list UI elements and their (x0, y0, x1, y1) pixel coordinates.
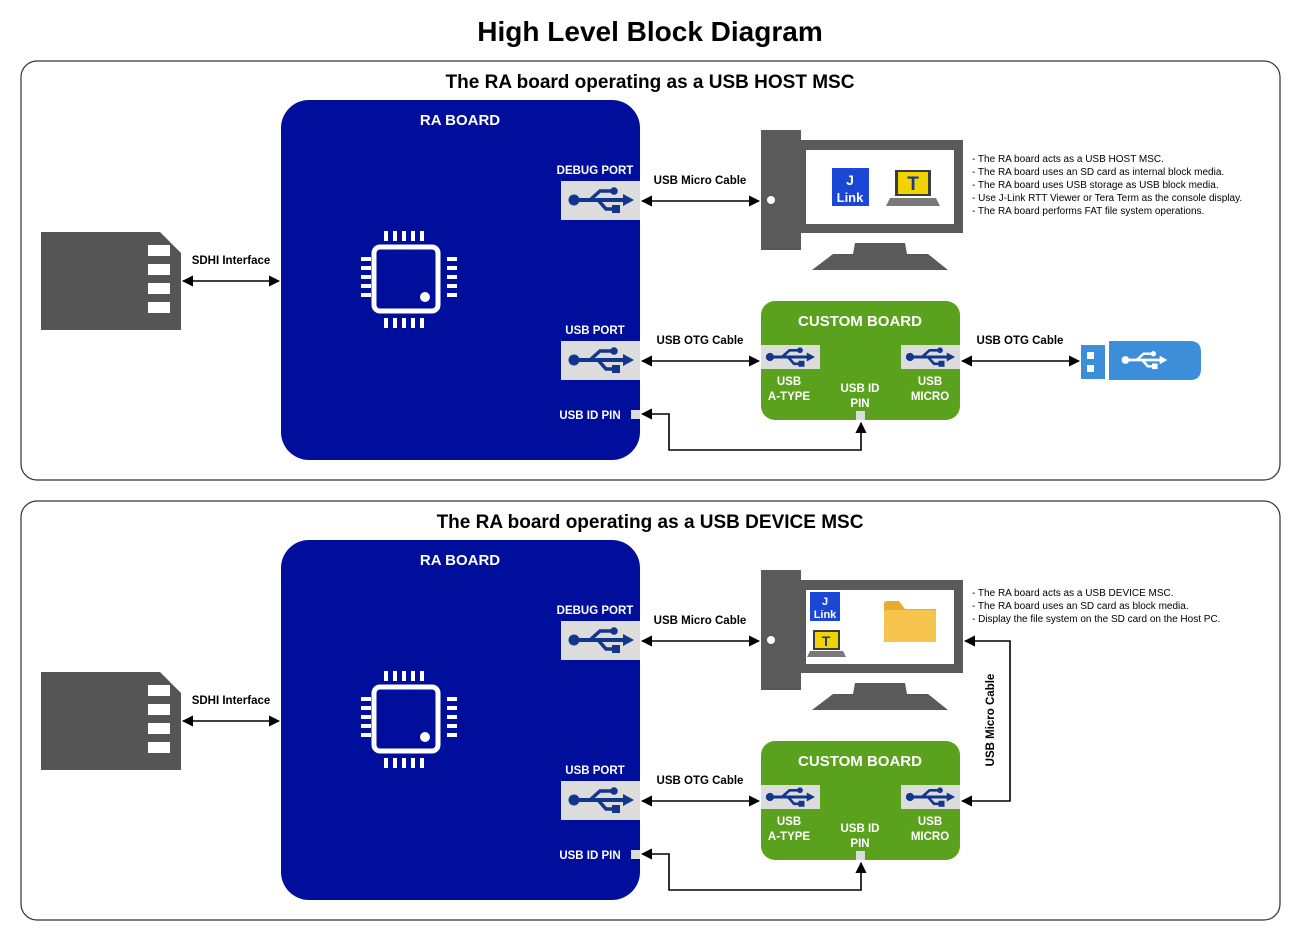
usb-id-pin-label: USB ID PIN (559, 410, 620, 422)
host-note: - Use J-Link RTT Viewer or Tera Term as … (972, 193, 1242, 204)
usb-port (561, 341, 640, 380)
usb-a-type-label: USB (777, 376, 801, 388)
debug-port (561, 621, 640, 660)
host-panel: The RA board operating as a USB HOST MSC… (20, 60, 1281, 481)
device-panel-frame (20, 500, 1281, 921)
host-panel-frame (20, 60, 1281, 481)
host-panel-heading: The RA board operating as a USB HOST MSC (446, 72, 855, 93)
host-pc-icon (761, 130, 963, 270)
jlink-icon: J Link (810, 592, 840, 621)
teraterm-icon: T (886, 170, 940, 206)
debug-port-label: DEBUG PORT (557, 165, 634, 177)
ra-board (281, 540, 640, 900)
teraterm-icon: T (807, 630, 846, 657)
host-note: - The RA board uses an SD card as intern… (972, 167, 1224, 178)
usb-id-pin (631, 850, 640, 859)
debug-port-label: DEBUG PORT (557, 605, 634, 617)
sdhi-label: SDHI Interface (192, 255, 271, 267)
usb-a-type-label: USB (777, 816, 801, 828)
mcu-chip-icon (361, 231, 457, 328)
usb-id-pin-label: USB ID PIN (559, 850, 620, 862)
id-pin-connector (640, 408, 867, 451)
ra-board-label: RA BOARD (420, 112, 500, 129)
usb-otg-cable-label: USB OTG Cable (657, 775, 744, 787)
sd-card-icon (41, 232, 181, 330)
ra-board (281, 100, 640, 460)
custom-id-pin-label: PIN (850, 398, 869, 410)
host-notes: - The RA board acts as a USB HOST MSC. -… (972, 154, 1242, 217)
custom-board (761, 301, 960, 420)
usb-port (561, 781, 640, 820)
usb-micro-cable-label: USB Micro Cable (654, 175, 747, 187)
custom-id-pin (856, 851, 865, 860)
device-panel: The RA board operating as a USB DEVICE M… (20, 500, 1281, 921)
usb-stick-icon (1081, 341, 1201, 380)
debug-port (561, 181, 640, 220)
usb-micro-port (901, 345, 960, 369)
usb-otg-cable-label: USB OTG Cable (657, 335, 744, 347)
device-panel-heading: The RA board operating as a USB DEVICE M… (437, 512, 864, 533)
usb-micro-label: USB (918, 376, 942, 388)
diagram-title: High Level Block Diagram (477, 16, 822, 47)
usb-a-type-label: A-TYPE (768, 831, 811, 843)
device-note: - Display the file system on the SD card… (972, 614, 1220, 625)
device-notes: - The RA board acts as a USB DEVICE MSC.… (972, 588, 1220, 625)
sdhi-label: SDHI Interface (192, 695, 271, 707)
usb-micro-cable-vertical-label: USB Micro Cable (985, 674, 997, 767)
jlink-icon: J Link (832, 168, 869, 206)
host-note: - The RA board uses USB storage as USB b… (972, 180, 1219, 191)
usb-id-pin (631, 410, 640, 419)
svg-text:T: T (907, 174, 919, 195)
usb-a-type-port (761, 785, 820, 809)
host-note: - The RA board performs FAT file system … (972, 206, 1204, 217)
usb-micro-port (901, 785, 960, 809)
mcu-chip-icon (361, 671, 457, 768)
usb-micro-cable-loop (960, 635, 1011, 807)
usb-port-label: USB PORT (565, 325, 624, 337)
device-note: - The RA board uses an SD card as block … (972, 601, 1189, 612)
folder-icon (884, 601, 936, 642)
svg-text:Link: Link (814, 609, 837, 621)
ra-board-label: RA BOARD (420, 552, 500, 569)
usb-micro-label: USB (918, 816, 942, 828)
svg-text:Link: Link (837, 190, 864, 205)
custom-id-pin-label: USB ID (841, 383, 880, 395)
svg-text:J: J (822, 596, 828, 608)
host-note: - The RA board acts as a USB HOST MSC. (972, 154, 1164, 165)
usb-otg-cable-2-label: USB OTG Cable (977, 335, 1064, 347)
usb-micro-label: MICRO (911, 391, 949, 403)
custom-board-label: CUSTOM BOARD (798, 753, 922, 770)
custom-id-pin-label: USB ID (841, 823, 880, 835)
id-pin-connector (640, 848, 867, 891)
usb-a-type-port (761, 345, 820, 369)
custom-id-pin (856, 411, 865, 420)
custom-board (761, 741, 960, 860)
usb-a-type-label: A-TYPE (768, 391, 811, 403)
custom-id-pin-label: PIN (850, 838, 869, 850)
svg-text:T: T (822, 633, 831, 649)
usb-port-label: USB PORT (565, 765, 624, 777)
sd-card-icon (41, 672, 181, 770)
svg-text:J: J (846, 172, 854, 188)
usb-micro-label: MICRO (911, 831, 949, 843)
usb-micro-cable-label: USB Micro Cable (654, 615, 747, 627)
custom-board-label: CUSTOM BOARD (798, 313, 922, 330)
device-note: - The RA board acts as a USB DEVICE MSC. (972, 588, 1174, 599)
